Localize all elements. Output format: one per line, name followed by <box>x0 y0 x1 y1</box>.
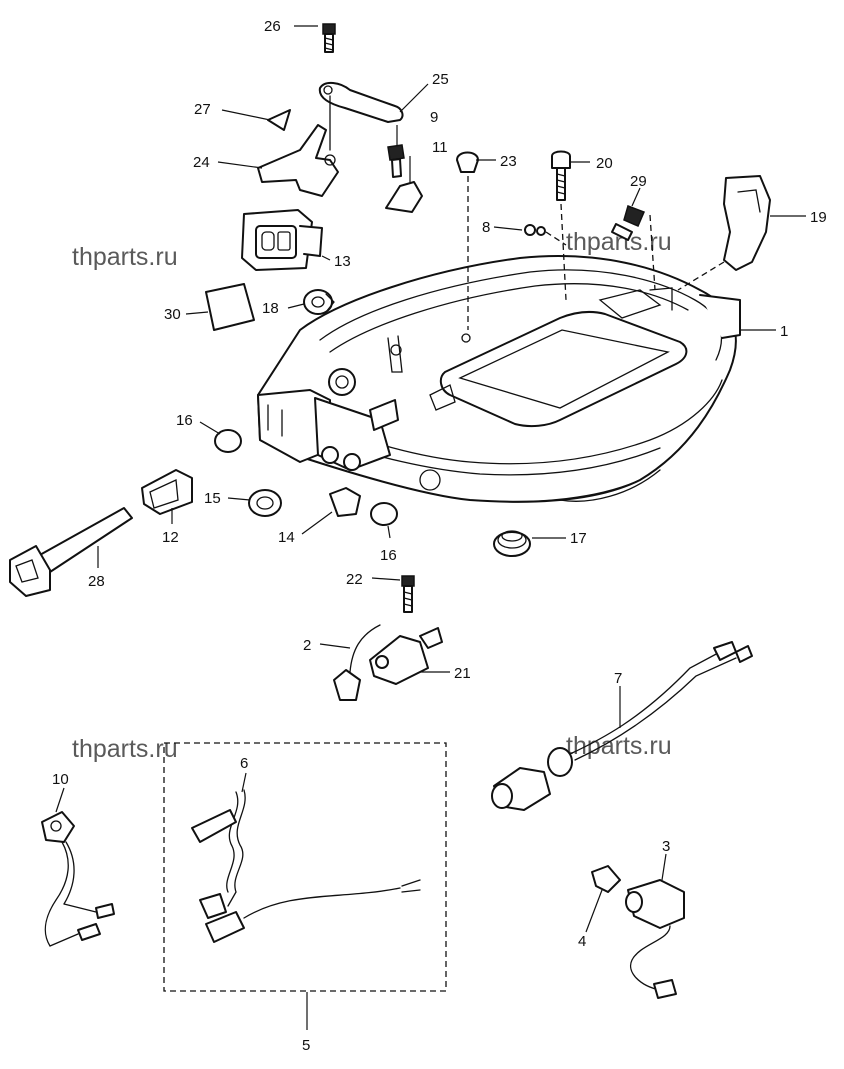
sleeve-12 <box>141 469 193 515</box>
hook-19 <box>723 175 771 271</box>
callout-11: 11 <box>432 139 448 156</box>
cone-27 <box>267 109 291 131</box>
callout-18: 18 <box>262 300 279 317</box>
callout-16-upper: 16 <box>176 412 193 429</box>
cable-10 <box>41 811 115 947</box>
callout-16-lower: 16 <box>380 547 397 564</box>
switch-harness-7 <box>491 641 753 811</box>
callout-30: 30 <box>164 306 181 323</box>
callout-4: 4 <box>578 933 586 950</box>
plug-23 <box>456 151 479 173</box>
callout-15: 15 <box>204 490 221 507</box>
cable-2 <box>333 669 361 701</box>
callout-22: 22 <box>346 571 363 588</box>
callout-27: 27 <box>194 101 211 118</box>
grommet-13 <box>241 209 323 271</box>
callout-25: 25 <box>432 71 449 88</box>
callout-8: 8 <box>482 219 490 236</box>
callout-19: 19 <box>810 209 827 226</box>
callout-2: 2 <box>303 637 311 654</box>
lanyard-6 <box>191 789 421 943</box>
callout-12: 12 <box>162 529 179 546</box>
bolt-26 <box>322 23 336 53</box>
callout-24: 24 <box>193 154 210 171</box>
callout-14: 14 <box>278 529 295 546</box>
clip-14 <box>329 487 361 517</box>
callout-6: 6 <box>240 755 248 772</box>
callout-29: 29 <box>630 173 647 190</box>
watermark-bottom-left: thparts.ru <box>72 735 178 763</box>
handle-28 <box>9 507 133 597</box>
switch-21 <box>369 627 443 685</box>
callout-3: 3 <box>662 838 670 855</box>
callout-numbers: 26 25 27 24 9 11 23 20 8 29 19 13 30 18 … <box>52 18 827 1054</box>
callout-23: 23 <box>500 153 517 170</box>
bolt-20 <box>551 150 571 201</box>
clip-11 <box>385 181 423 213</box>
grommet-15 <box>248 489 282 517</box>
callout-10: 10 <box>52 771 69 788</box>
callout-1: 1 <box>780 323 788 340</box>
cap-16-lower <box>370 502 398 526</box>
grommet-17 <box>493 530 531 557</box>
callout-7: 7 <box>614 670 622 687</box>
callout-26: 26 <box>264 18 281 35</box>
clip-4 <box>591 865 621 893</box>
watermark-top-left: thparts.ru <box>72 243 178 271</box>
callout-17: 17 <box>570 530 587 547</box>
callout-20: 20 <box>596 155 613 172</box>
callout-21: 21 <box>454 665 471 682</box>
plate-25 <box>318 82 404 123</box>
leader-lines <box>55 25 806 1030</box>
bolt-8 <box>524 224 546 236</box>
bottom-cowling <box>257 255 741 503</box>
bracket-24 <box>257 124 339 197</box>
bolt-22 <box>401 575 415 613</box>
callout-9: 9 <box>430 109 438 126</box>
switch-3 <box>625 879 685 999</box>
callout-13: 13 <box>334 253 351 270</box>
kit-group-5-box <box>163 742 447 992</box>
sheet-30 <box>205 283 255 331</box>
bolt-29 <box>611 205 645 241</box>
grommet-18 <box>303 289 335 315</box>
cap-16-upper <box>214 429 242 453</box>
bolt-9 <box>387 144 405 178</box>
callout-28: 28 <box>88 573 105 590</box>
callout-5: 5 <box>302 1037 310 1054</box>
